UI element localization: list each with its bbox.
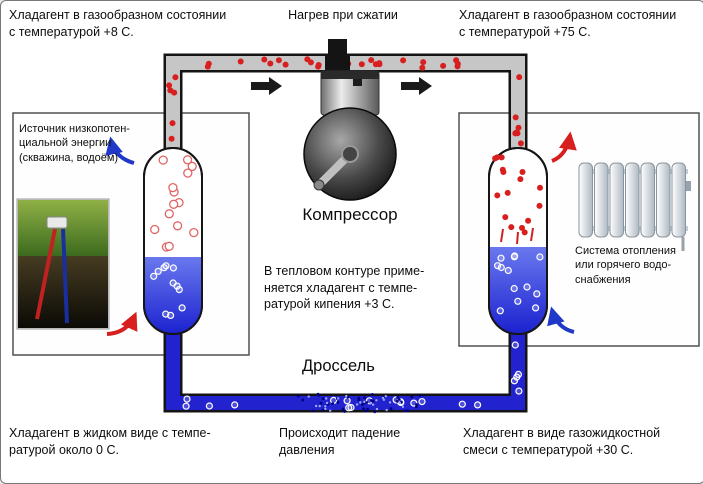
label-heating-system: Система отопления или горячего водо- сна… [575, 245, 676, 286]
heat-out-arrow [551, 131, 577, 163]
condenser-liquid-bubbles [494, 252, 544, 315]
label-mix-plus30: Хладагент в виде газожидкостной смеси с … [463, 426, 661, 457]
flow-arrow-right [401, 77, 432, 95]
hot-gas-dots-left [166, 74, 179, 142]
label-compression-heat: Нагрев при сжатии [288, 8, 398, 22]
liquid-bubbles-down [510, 341, 523, 395]
ground-photo [16, 198, 110, 330]
throttle-spray-dark [297, 392, 422, 414]
hot-gas-dots [204, 56, 461, 71]
label-gas-plus75: Хладагент в газообразном состоянии с тем… [459, 8, 677, 39]
throttle-spray-light [307, 394, 405, 412]
label-pressure-drop: Происходит падение давления [279, 426, 401, 457]
evaporator [143, 147, 203, 335]
label-throttle: Дроссель [302, 357, 375, 375]
label-compressor: Компрессор [302, 205, 398, 224]
flow-arrows [251, 77, 432, 95]
liquid-bubbles-left [182, 395, 239, 410]
evaporator-liquid-bubbles [150, 262, 186, 319]
heat-absorb-arrow [106, 311, 138, 336]
exchange-arrows [105, 131, 577, 336]
condensation-streaks [500, 227, 534, 245]
cooled-return-arrow [547, 306, 575, 334]
condenser-gas-dots [492, 154, 543, 236]
radiator [578, 162, 691, 251]
label-liquid-0c: Хладагент в жидком виде с темпе- ратурой… [9, 426, 211, 457]
flow-arrow-left [251, 77, 282, 95]
label-refrigerant-note: В тепловом контуре приме- няется хладаге… [264, 264, 425, 311]
hot-gas-dots-right [512, 74, 524, 147]
evaporator-gas-bubbles [150, 155, 199, 252]
compressor [303, 39, 397, 201]
cold-in-arrow [105, 136, 135, 165]
label-low-potential-source: Источник низкопотен- циальной энергии (с… [19, 123, 130, 164]
label-gas-plus8: Хладагент в газообразном состоянии с тем… [9, 8, 227, 39]
